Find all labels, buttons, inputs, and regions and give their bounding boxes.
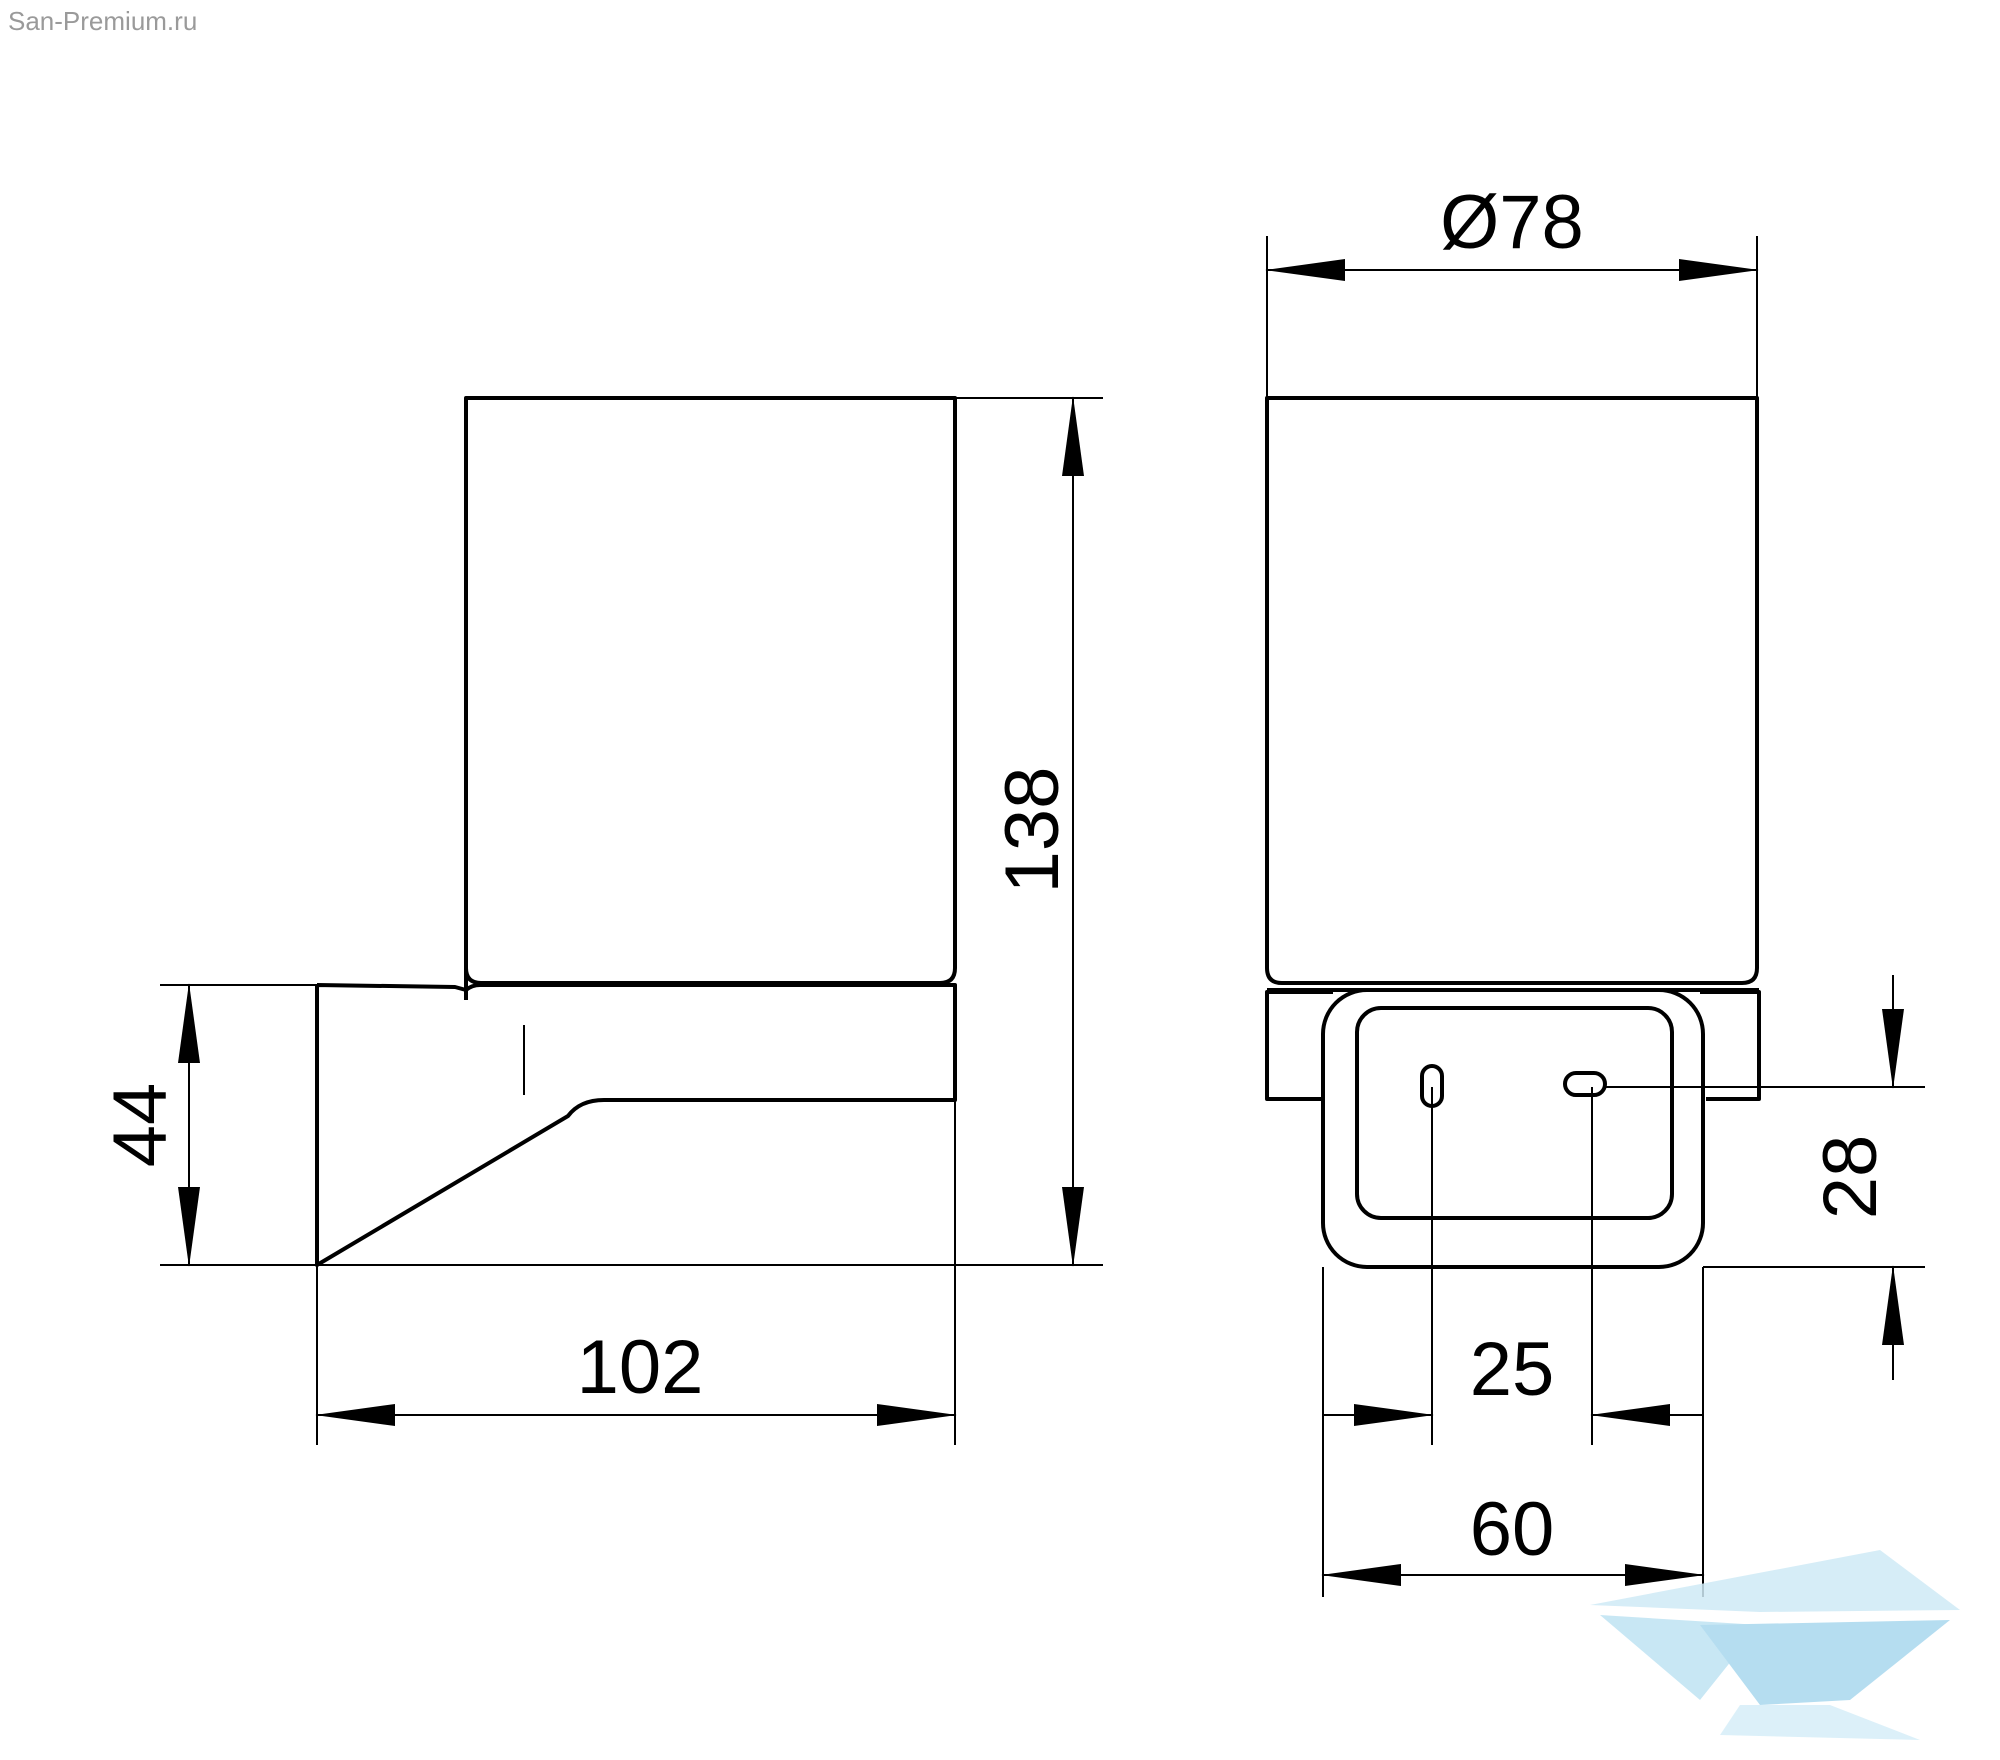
side-glass-outline	[464, 396, 957, 1000]
front-glass-outline	[1265, 396, 1759, 985]
side-view	[315, 396, 957, 1267]
dim-78-label: Ø78	[1440, 180, 1584, 265]
mount-hole-right	[1563, 1071, 1607, 1097]
dim-28-label: 28	[1808, 1135, 1893, 1220]
front-view	[1265, 396, 1761, 1269]
dim-138-label: 138	[990, 767, 1075, 894]
wall-plate-outer	[1321, 988, 1705, 1269]
wall-plate-inner	[1355, 1006, 1674, 1220]
front-holder-bar-right	[1700, 990, 1761, 1101]
dim-44-label: 44	[98, 1083, 183, 1168]
side-dimensions	[160, 396, 1103, 1445]
side-holder-outline	[315, 983, 957, 1267]
dim-102-label: 102	[577, 1325, 704, 1410]
watermark-text: San-Premium.ru	[8, 6, 198, 36]
front-dimensions	[1265, 236, 1925, 1597]
dim-25-label: 25	[1470, 1327, 1555, 1412]
dim-60-label: 60	[1470, 1487, 1555, 1572]
brand-logo-icon	[1590, 1550, 1960, 1740]
